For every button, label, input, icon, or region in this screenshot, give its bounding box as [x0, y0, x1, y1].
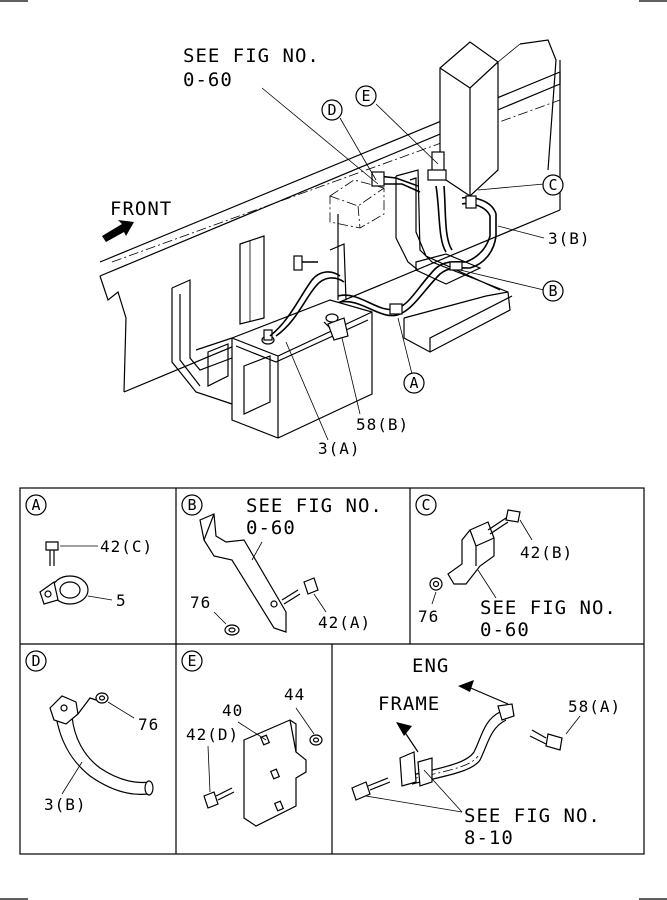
part-42a-label: 42(A): [318, 613, 371, 632]
callout-a-letter: A: [409, 374, 418, 392]
main-callouts: D E C B A: [321, 85, 564, 394]
phantom-component: [329, 179, 385, 229]
bolt-42d: [203, 787, 235, 809]
part-44-label: 44: [284, 685, 305, 704]
detail-c: C 42(B) 76 SEE FIG NO. 0-60: [415, 494, 617, 641]
bolt-42b: [487, 509, 521, 535]
detail-b: B SEE FIG NO. 0-60 42(A) 76: [181, 494, 383, 636]
detail-c-letter: C: [421, 496, 430, 514]
front-arrow: [102, 220, 134, 242]
callout-c-letter: C: [548, 176, 557, 194]
bolt-58a: [529, 729, 563, 751]
nut-44: [309, 734, 323, 746]
cable-3b-terminal: [49, 695, 154, 796]
callout-d: [321, 99, 343, 121]
see-fig-number: 0-60: [183, 69, 233, 91]
callout-e-letter: E: [361, 87, 370, 105]
main-assembly-view: D E C B A SEE FIG NO. 0-60 FRONT 3(B) 58…: [99, 39, 591, 458]
part-42c-label: 42(C): [100, 537, 153, 556]
part-58b-label: 58(B): [356, 415, 409, 434]
detail-b-letter: B: [187, 496, 196, 514]
detail-engine-ground: ENG FRAME 58(A) SEE FIG NO. 8-10: [351, 655, 621, 849]
eng-label: ENG: [412, 655, 449, 677]
detail-grid: [19, 487, 645, 855]
detail-d-letter: D: [31, 652, 40, 670]
bolt-42a: [281, 577, 319, 605]
lower-support-bracket: [171, 235, 271, 415]
part-76-label-b: 76: [190, 593, 211, 612]
ground-cable: [399, 703, 515, 787]
bolt-frame-side: [351, 777, 391, 801]
part-3a-label: 3(A): [318, 439, 361, 458]
battery-hanger: [329, 214, 347, 301]
callout-b: [542, 280, 564, 302]
part-58a-label: 58(A): [568, 697, 621, 716]
detail-f-see-fig: SEE FIG NO.: [464, 805, 601, 827]
callout-d-letter: D: [327, 101, 336, 119]
nut-76-d: [95, 692, 109, 704]
callout-e: [355, 85, 377, 107]
detail-b-see-fig: SEE FIG NO.: [246, 495, 383, 517]
bracket-c: [447, 521, 495, 585]
detail-c-see-fig-number: 0-60: [480, 619, 530, 641]
callout-a: [403, 372, 425, 394]
front-label: FRONT: [110, 198, 172, 220]
bolt-58b: [323, 317, 349, 341]
part-5-label: 5: [116, 591, 127, 610]
see-fig-label: SEE FIG NO.: [183, 45, 320, 67]
callout-c: [542, 174, 564, 196]
frame-rail: [99, 60, 561, 393]
detail-e: E 44 40 42(D): [181, 650, 323, 827]
detail-a: A 42(C) 5: [25, 494, 153, 610]
bolt-42c: [45, 541, 59, 566]
bracket-b: [199, 513, 287, 633]
part-42b-label: 42(B): [520, 543, 573, 562]
detail-c-see-fig: SEE FIG NO.: [480, 597, 617, 619]
nut-76-b: [224, 624, 240, 636]
part-76-label-c: 76: [418, 607, 439, 626]
part-76-label-d: 76: [138, 715, 159, 734]
frame-label: FRAME: [378, 693, 440, 715]
detail-a-letter: A: [31, 496, 40, 514]
detail-d: D 76 3(B): [25, 650, 159, 814]
detail-e-letter: E: [187, 652, 196, 670]
part-42d-label: 42(D): [186, 725, 239, 744]
bracket-40: [243, 719, 307, 827]
callout-b-letter: B: [548, 282, 557, 300]
crossmember: [439, 39, 557, 197]
main-leader-lines: [261, 87, 545, 441]
detail-b-see-fig-number: 0-60: [246, 517, 296, 539]
battery-carrier-bracket: [395, 169, 513, 353]
detail-f-see-fig-number: 8-10: [464, 827, 514, 849]
part-3b-label-d: 3(B): [44, 795, 87, 814]
battery-cables: [269, 151, 497, 337]
nut-76-c: [429, 577, 443, 591]
part-3b-label: 3(B): [548, 229, 591, 248]
part-40-label: 40: [222, 701, 243, 720]
clip-5: [39, 575, 89, 605]
